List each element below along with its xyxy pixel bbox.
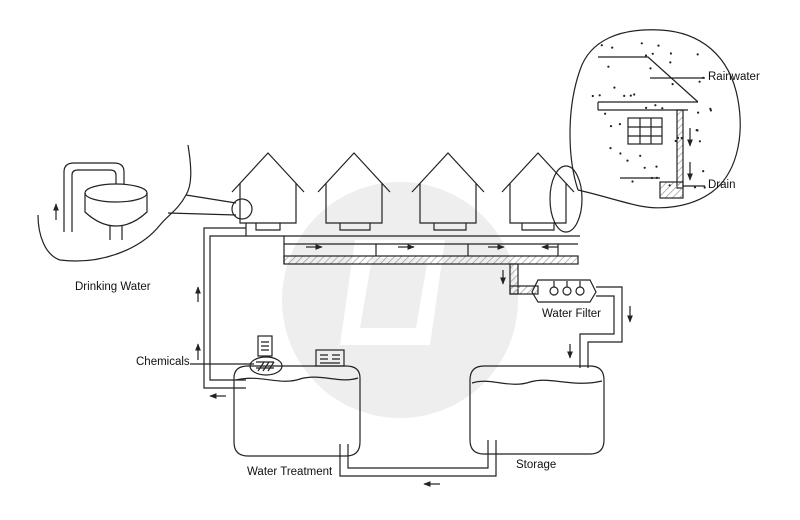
water-treatment-label: Water Treatment xyxy=(247,466,333,478)
treatment-tank xyxy=(233,365,361,457)
highlight-oval xyxy=(549,165,583,233)
supply-pipe xyxy=(203,227,246,389)
rainwater-label: Rainwater xyxy=(708,71,760,83)
house-icon xyxy=(501,152,575,224)
house-icon xyxy=(411,152,485,224)
drinking-bowl xyxy=(84,183,148,240)
house-icon xyxy=(231,152,305,224)
filter-feed-pipe xyxy=(509,285,539,295)
filter-outlet-pipe xyxy=(579,286,623,368)
drinking-water-bubble xyxy=(37,144,192,262)
rainwater-bubble xyxy=(569,29,741,209)
tap-icon xyxy=(63,162,125,232)
water-filter-label: Water Filter xyxy=(542,308,601,320)
storage-to-treatment-pipe xyxy=(339,440,497,477)
storage-label: Storage xyxy=(516,459,557,471)
pipe-junction-circle xyxy=(231,198,253,220)
drain-pipe xyxy=(676,109,684,189)
chemicals-label: Chemicals xyxy=(136,356,190,368)
chemicals-equipment xyxy=(249,335,345,376)
watermark-logo xyxy=(282,182,518,418)
rain-dots xyxy=(591,42,713,189)
bubble-connector xyxy=(185,194,237,204)
bubble-connector xyxy=(167,212,237,216)
drinking-water-label: Drinking Water xyxy=(75,281,151,293)
grey-water-channel xyxy=(283,255,579,265)
house-pipe-dividers xyxy=(375,244,559,256)
storage-tank xyxy=(469,365,605,455)
drain-label: Drain xyxy=(708,179,736,191)
water-filter xyxy=(531,279,597,303)
drain-pipe xyxy=(659,181,684,199)
rain-house xyxy=(597,56,699,179)
house-icon xyxy=(317,152,391,224)
